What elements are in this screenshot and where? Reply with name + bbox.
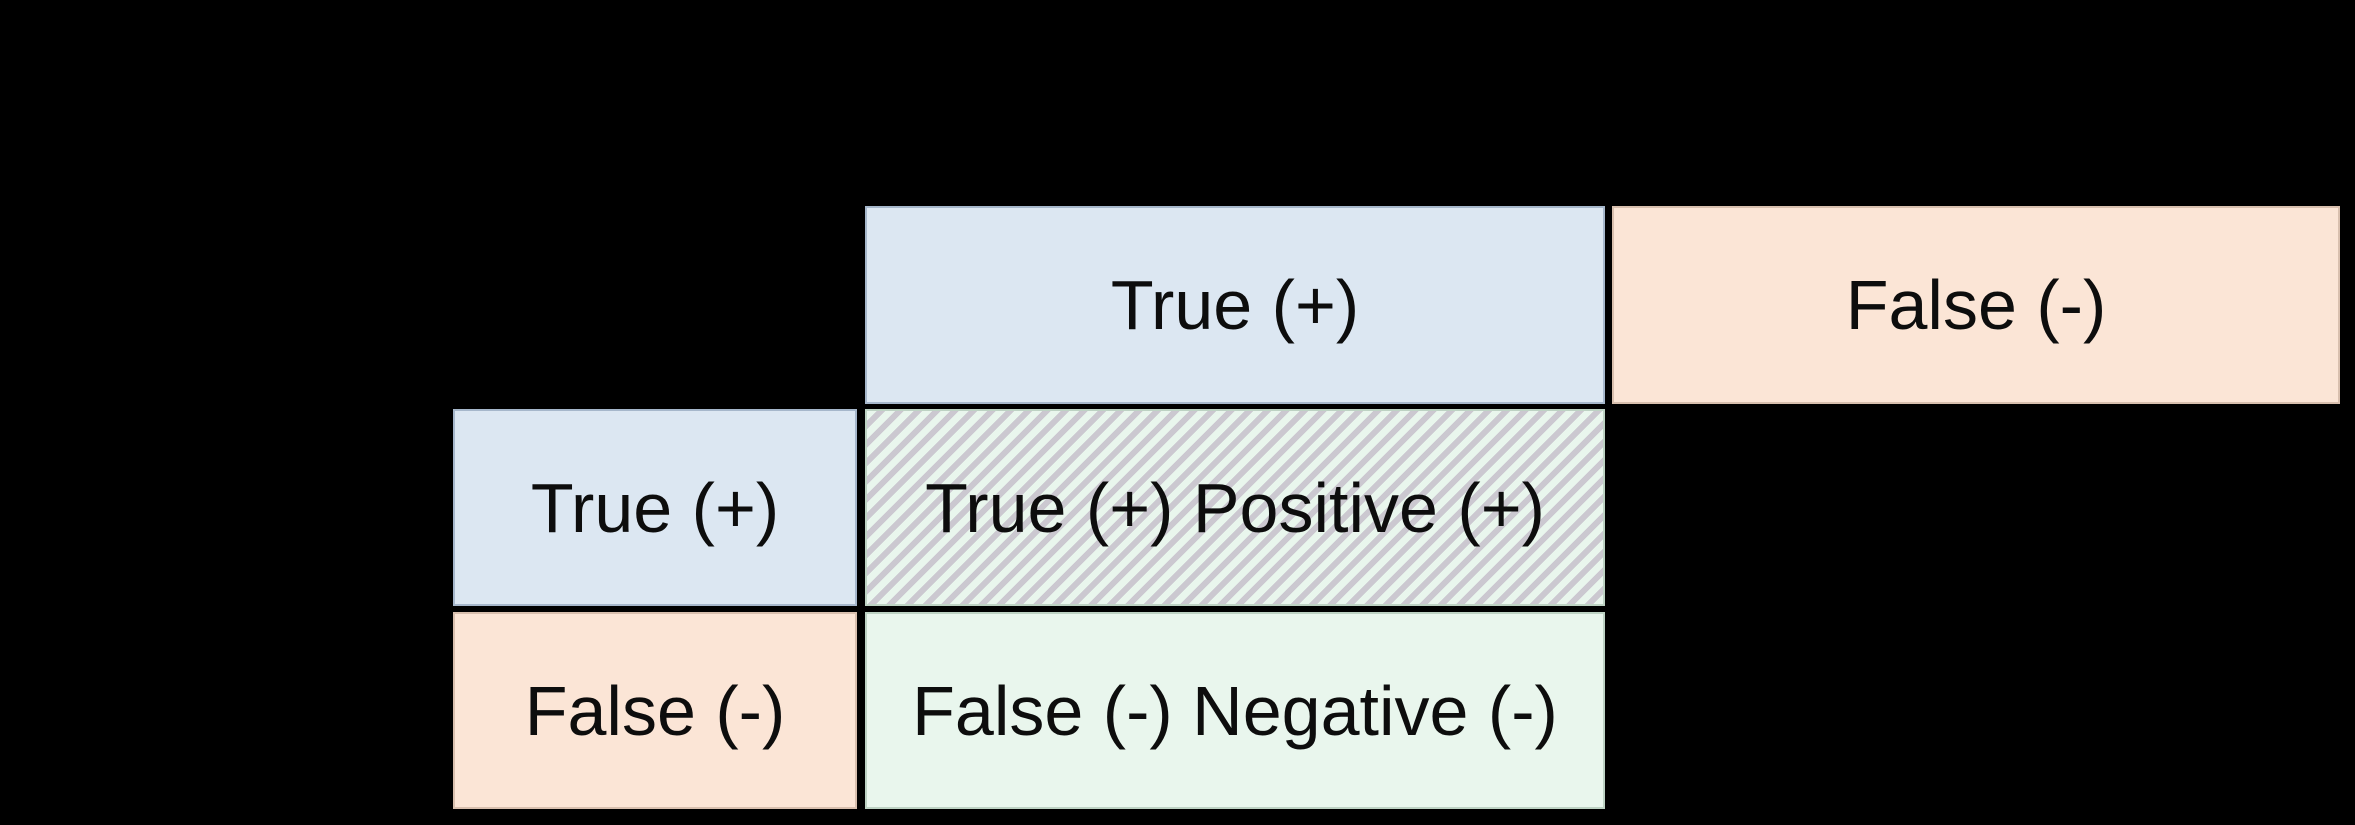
column-header-false-negative: False (-) [1612, 206, 2340, 404]
column-header-true-positive: True (+) [865, 206, 1605, 404]
cell-true-positive: True (+) Positive (+) [865, 409, 1605, 606]
row-header-false-negative: False (-) [453, 612, 857, 809]
cell-false-negative: False (-) Negative (-) [865, 612, 1605, 809]
row-header-true-positive: True (+) [453, 409, 857, 606]
